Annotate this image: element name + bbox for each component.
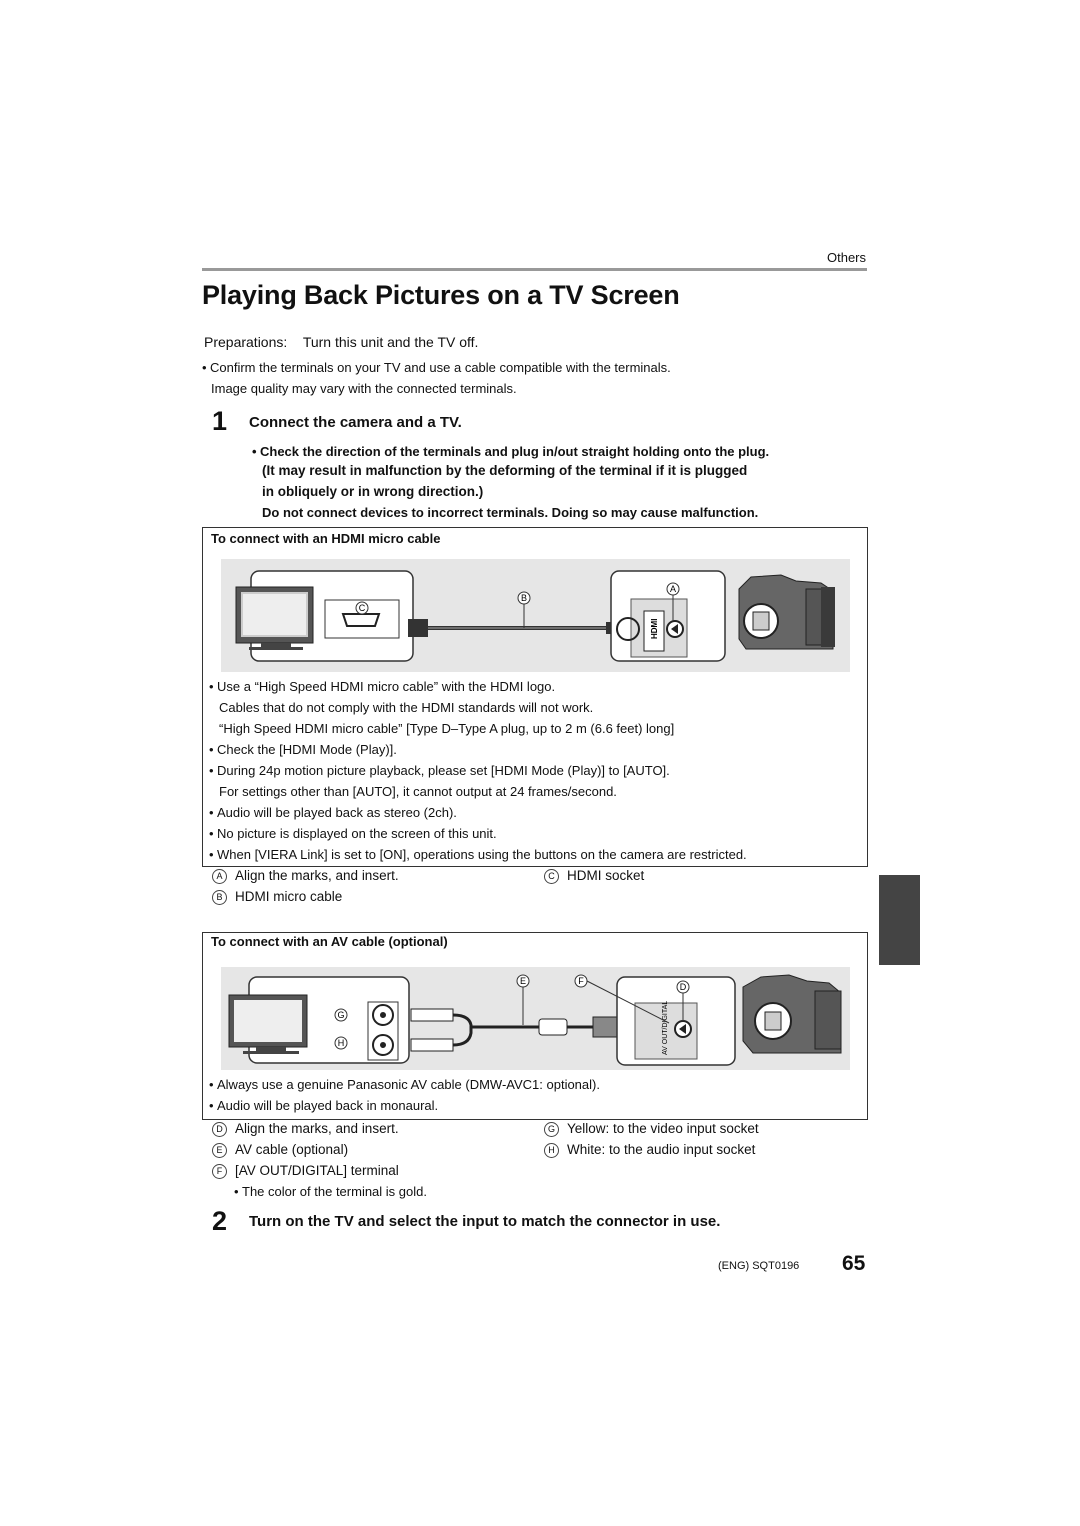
preparations-label: Preparations:	[204, 334, 288, 350]
av-box: To connect with an AV cable (optional) G…	[202, 932, 868, 1120]
hdmi-note: During 24p motion picture playback, plea…	[209, 760, 747, 781]
hdmi-note: For settings other than [AUTO], it canno…	[219, 784, 617, 799]
av-note: Audio will be played back in monaural.	[209, 1095, 600, 1116]
hdmi-note: “High Speed HDMI micro cable” [Type D–Ty…	[219, 721, 675, 736]
hdmi-diagram: C B HDMI A	[221, 559, 850, 672]
intro-line-1: Confirm the terminals on your TV and use…	[202, 357, 671, 378]
page-title: Playing Back Pictures on a TV Screen	[202, 280, 680, 310]
intro-line-2: Image quality may vary with the connecte…	[211, 381, 517, 396]
tv-icon	[228, 994, 308, 1054]
diagram-label-a: A	[670, 584, 676, 594]
camera-icon	[738, 574, 835, 650]
diagram-label-b: B	[521, 593, 527, 603]
hdmi-note: No picture is displayed on the screen of…	[209, 823, 747, 844]
av-notes: Always use a genuine Panasonic AV cable …	[209, 1074, 600, 1116]
warning-line-1: Check the direction of the terminals and…	[252, 442, 872, 461]
diagram-port-text: HDMI	[650, 619, 659, 639]
diagram-label-g: G	[337, 1010, 344, 1020]
hdmi-note: Use a “High Speed HDMI micro cable” with…	[209, 676, 747, 697]
intro-note: Confirm the terminals on your TV and use…	[202, 357, 671, 399]
av-diagram: G H E AV OUT/DIGITAL F D	[221, 967, 850, 1070]
hdmi-note: Audio will be played back as stereo (2ch…	[209, 802, 747, 823]
tv-icon	[235, 586, 314, 650]
av-box-title: To connect with an AV cable (optional)	[211, 934, 448, 949]
hdmi-notes: Use a “High Speed HDMI micro cable” with…	[209, 676, 747, 865]
preparations-text: Turn this unit and the TV off.	[302, 334, 479, 350]
section-side-tab	[879, 875, 920, 965]
step-1-text: Connect the camera and a TV.	[249, 414, 462, 431]
hdmi-note: Cables that do not comply with the HDMI …	[219, 700, 594, 715]
step-2-number: 2	[212, 1206, 228, 1236]
diagram-label-c: C	[359, 603, 366, 613]
section-label: Others	[826, 250, 866, 265]
preparations: Preparations: Turn this unit and the TV …	[204, 334, 478, 350]
warning-line-4: Do not connect devices to incorrect term…	[262, 505, 759, 520]
step-1-warnings: Check the direction of the terminals and…	[252, 442, 872, 522]
legend-item-f: F[AV OUT/DIGITAL] terminal	[212, 1160, 427, 1181]
diagram-port-text: AV OUT/DIGITAL	[662, 1001, 669, 1055]
header-rule	[202, 268, 867, 271]
step-1-number: 1	[212, 406, 228, 436]
hdmi-socket-icon	[341, 613, 381, 627]
document-code: (ENG) SQT0196	[718, 1260, 800, 1272]
diagram-label-h: H	[338, 1038, 345, 1048]
diagram-label-e: E	[520, 976, 526, 986]
hdmi-box: To connect with an HDMI micro cable C B …	[202, 527, 868, 867]
hdmi-box-title: To connect with an HDMI micro cable	[211, 531, 441, 546]
hdmi-note: Check the [HDMI Mode (Play)].	[209, 739, 747, 760]
av-note: Always use a genuine Panasonic AV cable …	[209, 1074, 600, 1095]
step-2-text: Turn on the TV and select the input to m…	[249, 1213, 721, 1230]
legend-f-note: The color of the terminal is gold.	[212, 1181, 427, 1202]
warning-line-2: (It may result in malfunction by the def…	[262, 463, 748, 478]
warning-line-3: in obliquely or in wrong direction.)	[262, 484, 484, 499]
page-number: 65	[842, 1252, 866, 1275]
diagram-label-d: D	[680, 982, 687, 992]
camera-icon	[742, 974, 842, 1054]
hdmi-note: When [VIERA Link] is set to [ON], operat…	[209, 844, 747, 865]
diagram-label-f: F	[578, 976, 584, 986]
